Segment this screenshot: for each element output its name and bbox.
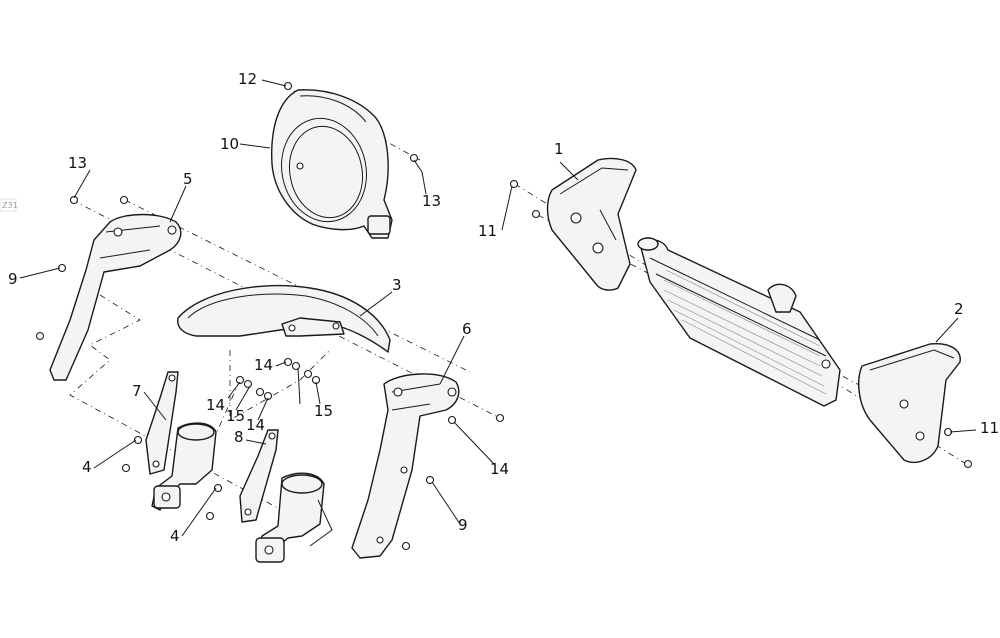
callout-5: 5: [183, 170, 193, 188]
callout-6: 6: [462, 320, 472, 338]
radiator-cover-upper-part: [546, 157, 637, 291]
callout-4-bottom: 4: [170, 527, 180, 545]
front-mudguard-part: [177, 284, 391, 353]
callout-14-a: 14: [254, 356, 273, 374]
radiator-cover-lower-part: [858, 343, 961, 464]
horn-unit-right-part: [255, 472, 333, 563]
edge-tag-box: [0, 198, 17, 212]
callout-8: 8: [234, 428, 244, 446]
callout-13-right: 14: [490, 460, 509, 478]
horn-unit-left-part: [151, 422, 217, 511]
callout-labels: 12 10 13 13 5 9 3 6 7 8 4 4 14 9 11 1 2 …: [8, 70, 999, 545]
callout-11-right: 11: [980, 419, 999, 437]
left-bracket-part: [49, 213, 182, 381]
callout-1: 1: [554, 140, 564, 158]
callout-2: 2: [954, 300, 964, 318]
callout-12-right: 13: [422, 192, 441, 210]
callout-14-d: 15: [314, 402, 333, 420]
callout-13-left: 13: [68, 154, 87, 172]
callout-10: 10: [220, 135, 239, 153]
callout-12-top: 12: [238, 70, 257, 88]
leader-lines: [19, 79, 977, 537]
edge-tag: Z31: [2, 201, 18, 210]
callout-7: 7: [132, 382, 142, 400]
bracket-plate-7-part: [145, 371, 179, 475]
callout-15-a: 15: [226, 407, 245, 425]
callout-14-b: 14: [206, 396, 225, 414]
headlight-shell-part: [271, 89, 393, 239]
callout-14-c: 14: [246, 416, 265, 434]
radiator-core-part: [637, 237, 841, 407]
callout-9-left: 9: [8, 270, 18, 288]
callout-4-left: 4: [82, 458, 92, 476]
bracket-plate-8-part: [239, 429, 279, 523]
right-bracket-part: [351, 373, 460, 559]
callout-3: 3: [392, 276, 402, 294]
fasteners: [35, 81, 973, 551]
callout-11-left: 11: [478, 222, 497, 240]
callout-9-right: 9: [458, 516, 468, 534]
